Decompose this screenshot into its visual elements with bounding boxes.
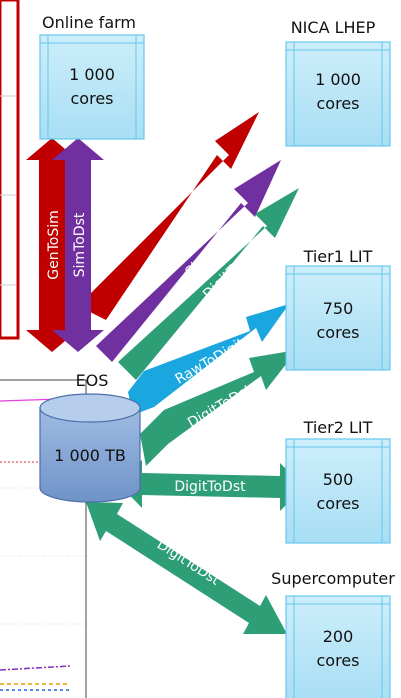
tier1-title: Tier1 LIT — [303, 247, 373, 266]
online-farm-cores-unit: cores — [71, 89, 114, 108]
tier2-box — [285, 438, 391, 544]
online-farm-box — [39, 34, 145, 140]
nica-box — [285, 41, 391, 147]
tier1-box — [285, 265, 391, 371]
tier2-cores-unit: cores — [317, 494, 360, 513]
tier1-cores-unit: cores — [317, 323, 360, 342]
online-farm-title: Online farm — [42, 13, 136, 32]
online-farm-cores: 1 000 — [69, 65, 115, 84]
eos-title: EOS — [76, 371, 109, 390]
nica-cores-unit: cores — [317, 94, 360, 113]
tier2-title: Tier2 LIT — [303, 418, 373, 437]
eos-storage-cylinder — [39, 393, 141, 503]
supercomputer-title: Supercomputer — [271, 569, 395, 588]
arrow-digittodst-nica — [118, 188, 299, 380]
tier2-cores: 500 — [323, 470, 354, 489]
label-digittodst-tier2: DigitToDst — [174, 479, 246, 495]
label-gentosim-vertical: GenToSim — [46, 210, 62, 280]
nica-title: NICA LHEP — [291, 18, 376, 37]
arrow-simtodst-nica — [96, 160, 281, 362]
supercomputer-cores: 200 — [323, 627, 354, 646]
arrow-digittodst-super — [86, 502, 287, 634]
label-simtodst-vertical: SimToDst — [72, 212, 88, 277]
arrow-digittodst-tier1 — [140, 350, 297, 466]
arrow-gentosim-nica — [78, 112, 259, 320]
arrow-digittodst-tier2 — [118, 460, 304, 511]
arrow-simtodst-online — [52, 138, 104, 352]
background-plot-fragment — [0, 0, 87, 698]
eos-capacity: 1 000 TB — [54, 446, 126, 465]
tier1-cores: 750 — [323, 299, 354, 318]
arrow-rawtodigit — [128, 304, 289, 415]
nica-cores: 1 000 — [315, 70, 361, 89]
supercomputer-box — [285, 595, 391, 698]
supercomputer-cores-unit: cores — [317, 651, 360, 670]
